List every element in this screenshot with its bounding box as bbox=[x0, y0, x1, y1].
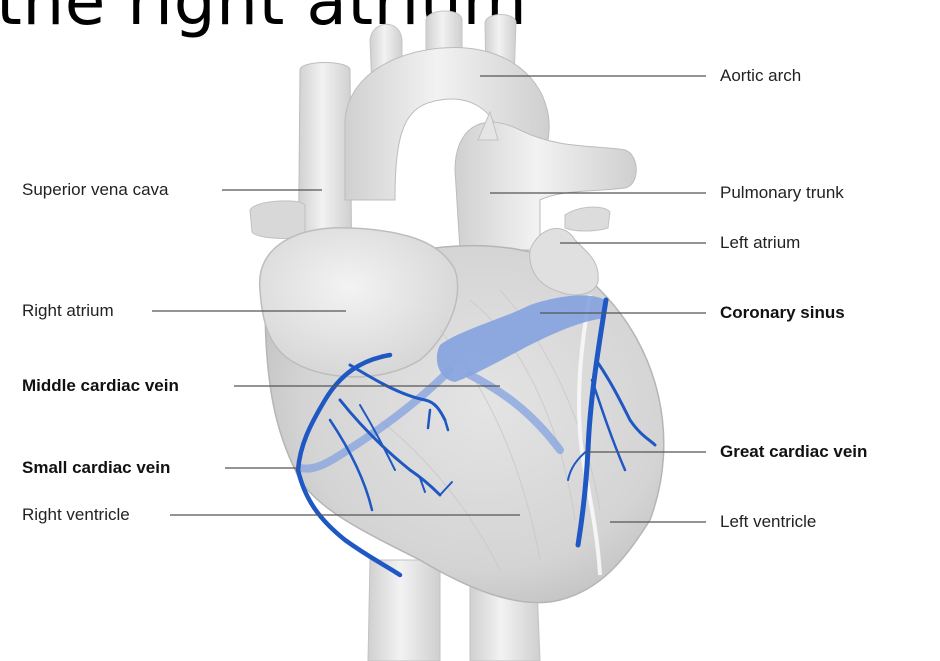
right-pulmonary-vein-shape bbox=[250, 201, 305, 239]
label-pulmonary-trunk: Pulmonary trunk bbox=[720, 183, 844, 203]
label-left-ventricle: Left ventricle bbox=[720, 512, 816, 532]
label-great-cardiac-vein: Great cardiac vein bbox=[720, 442, 867, 462]
label-coronary-sinus: Coronary sinus bbox=[720, 303, 845, 323]
label-small-cardiac-vein: Small cardiac vein bbox=[22, 458, 170, 478]
label-superior-vena-cava: Superior vena cava bbox=[22, 180, 168, 200]
label-aortic-arch: Aortic arch bbox=[720, 66, 801, 86]
label-middle-cardiac-vein: Middle cardiac vein bbox=[22, 376, 179, 396]
label-right-atrium: Right atrium bbox=[22, 301, 114, 321]
label-left-atrium: Left atrium bbox=[720, 233, 800, 253]
label-right-ventricle: Right ventricle bbox=[22, 505, 130, 525]
left-pulmonary-vein-shape bbox=[565, 207, 610, 231]
